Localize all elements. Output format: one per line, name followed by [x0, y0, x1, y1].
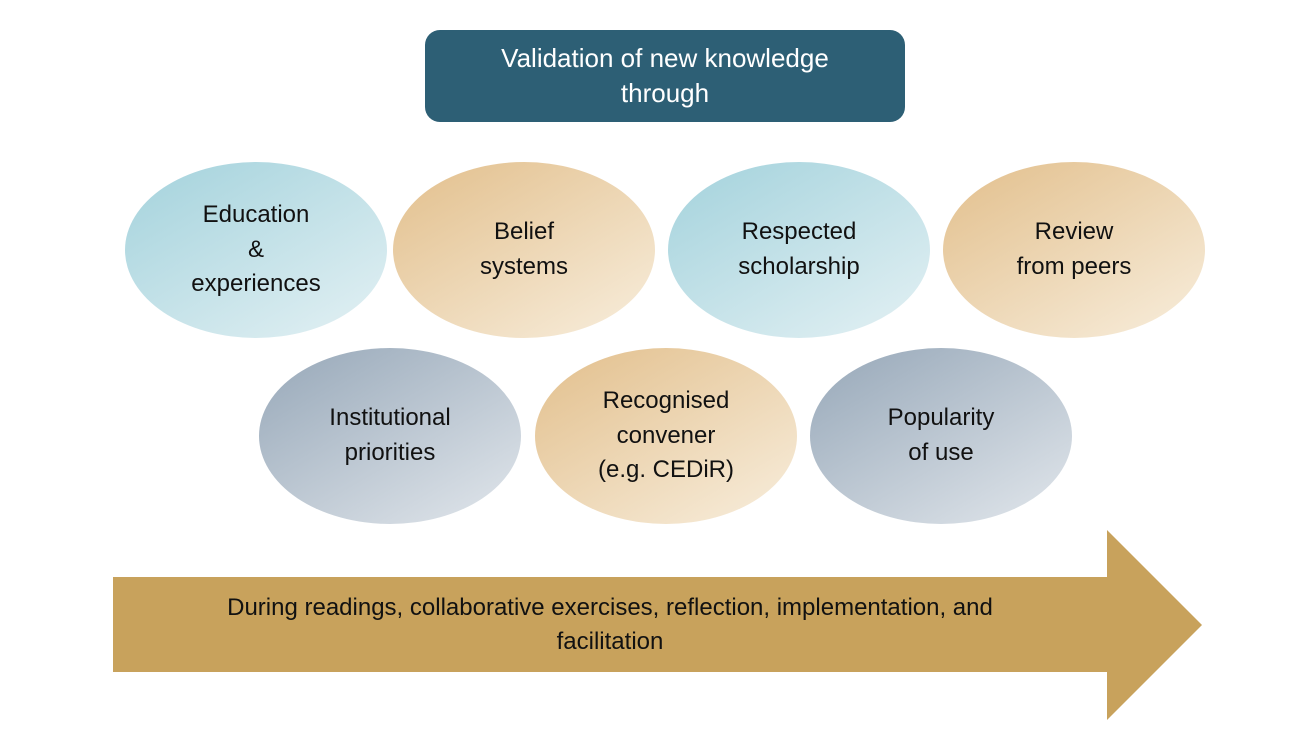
ellipse-belief-systems: Belief systems: [393, 162, 655, 338]
process-arrow-head-icon: [1107, 530, 1202, 720]
ellipse-label: Belief systems: [479, 218, 568, 280]
ellipse-review-from-peers: Review from peers: [943, 162, 1205, 338]
ellipse-label: Respected scholarship: [738, 218, 860, 280]
ellipse-popularity-of-use: Popularity of use: [810, 348, 1072, 524]
ellipse-label: Education & experiences: [191, 200, 321, 298]
ellipse-respected-scholarship: Respected scholarship: [668, 162, 930, 338]
process-arrow-label: During readings, collaborative exercises…: [227, 593, 993, 655]
ellipse-recognised-convener: Recognised convener (e.g. CEDiR): [535, 348, 797, 524]
ellipse-label: Institutional priorities: [329, 404, 451, 466]
title-box-label: Validation of new knowledge through: [501, 42, 829, 108]
ellipse-label: Popularity of use: [887, 404, 995, 466]
ellipse-education-experiences: Education & experiences: [125, 162, 387, 338]
process-arrow-body: During readings, collaborative exercises…: [113, 577, 1107, 672]
ellipse-label: Review from peers: [1016, 218, 1132, 280]
ellipse-label: Recognised convener (e.g. CEDiR): [597, 386, 735, 484]
ellipse-institutional-priorities: Institutional priorities: [259, 348, 521, 524]
title-box: Validation of new knowledge through: [425, 30, 905, 122]
